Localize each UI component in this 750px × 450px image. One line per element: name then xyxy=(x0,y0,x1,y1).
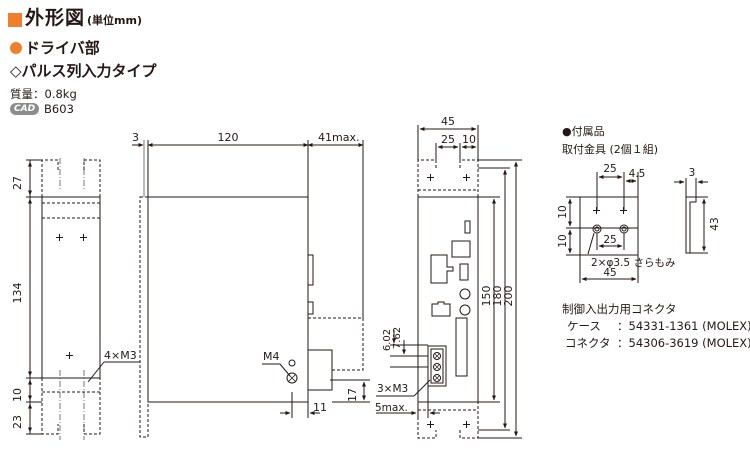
header-square-icon xyxy=(8,13,22,27)
acc-dim-25b: 25 xyxy=(603,234,616,246)
dim-17: 17 xyxy=(346,388,359,402)
cad-badge: CAD xyxy=(10,103,40,115)
dim-3xm3: 3×M3 xyxy=(377,383,408,395)
side-body xyxy=(147,196,309,403)
front-view xyxy=(26,158,140,440)
front-holes xyxy=(56,234,87,359)
dim-45: 45 xyxy=(441,115,455,128)
dim-6-02: 6.02 xyxy=(382,329,393,351)
dim-120: 120 xyxy=(218,131,239,144)
dim-200: 200 xyxy=(502,286,515,307)
case-value: ：54331-1361 (MOLEX) xyxy=(617,319,750,333)
acc-dim-10a: 10 xyxy=(557,205,569,218)
cad-code: B603 xyxy=(44,102,74,116)
front-body xyxy=(41,196,101,379)
dim-m4: M4 xyxy=(263,350,280,363)
unit-label: (単位mm) xyxy=(87,14,142,27)
case-label: ケース xyxy=(567,319,601,333)
connector-view xyxy=(376,125,522,439)
acc-dim-4-5: 4.5 xyxy=(629,168,646,180)
driver-heading: ドライバ部 xyxy=(10,37,100,58)
connector-info: 制御入出力用コネクタ ケース ：54331-1361 (MOLEX) コネクタ … xyxy=(562,302,750,350)
acc-dim-3: 3 xyxy=(689,167,696,179)
side-connector-hidden xyxy=(307,317,364,371)
acc-hole-label: 2×φ3.5 さらもみ xyxy=(591,257,675,269)
dim-180: 180 xyxy=(491,286,504,307)
dim-25: 25 xyxy=(441,133,455,146)
side-connector xyxy=(307,349,333,391)
cad-row: CAD B603 xyxy=(10,102,74,116)
header: 外形図 (単位mm) xyxy=(8,3,142,30)
page-title: 外形図 xyxy=(25,7,86,29)
side-small-tab xyxy=(307,301,314,315)
acc-dim-43: 43 xyxy=(709,217,721,230)
connector-value: ：54306-3619 (MOLEX) xyxy=(617,336,750,350)
accessory-bracket-drawing xyxy=(566,172,708,283)
accessory-title: ●付属品 xyxy=(562,125,605,138)
side-view xyxy=(132,140,370,438)
front-top-bracket xyxy=(41,159,101,197)
accessory-bracket: 取付金具 (2個１組) xyxy=(562,142,658,156)
pulse-type-label: ◇パルス列入力タイプ xyxy=(10,62,157,80)
front-bottom-bracket xyxy=(41,378,101,435)
acc-dim-45: 45 xyxy=(603,267,616,279)
connector-body xyxy=(417,196,479,403)
dim-7-62: 7.62 xyxy=(392,327,403,349)
orange-dot-icon xyxy=(10,41,22,54)
connector-label: コネクタ xyxy=(565,336,611,350)
dim-134: 134 xyxy=(11,283,24,304)
dim-10-top: 10 xyxy=(462,133,476,146)
acc-dim-10b: 10 xyxy=(557,234,569,247)
side-connector-tab xyxy=(307,254,314,286)
dim-10: 10 xyxy=(11,388,24,402)
dim-23: 23 xyxy=(11,415,24,429)
dim-3: 3 xyxy=(132,131,139,144)
dim-150: 150 xyxy=(480,286,493,307)
dim-11: 11 xyxy=(313,401,327,414)
side-bracket xyxy=(139,196,149,438)
dim-4xm3: 4×M3 xyxy=(104,349,137,362)
connector-title: 制御入出力用コネクタ xyxy=(562,302,677,316)
dim-27: 27 xyxy=(11,176,24,190)
dim-5max: 5max. xyxy=(375,402,408,414)
mass-label: 質量：0.8kg xyxy=(10,87,77,101)
driver-label: ドライバ部 xyxy=(25,39,100,57)
acc-dim-25: 25 xyxy=(603,163,616,175)
dim-41max: 41max. xyxy=(318,131,359,144)
